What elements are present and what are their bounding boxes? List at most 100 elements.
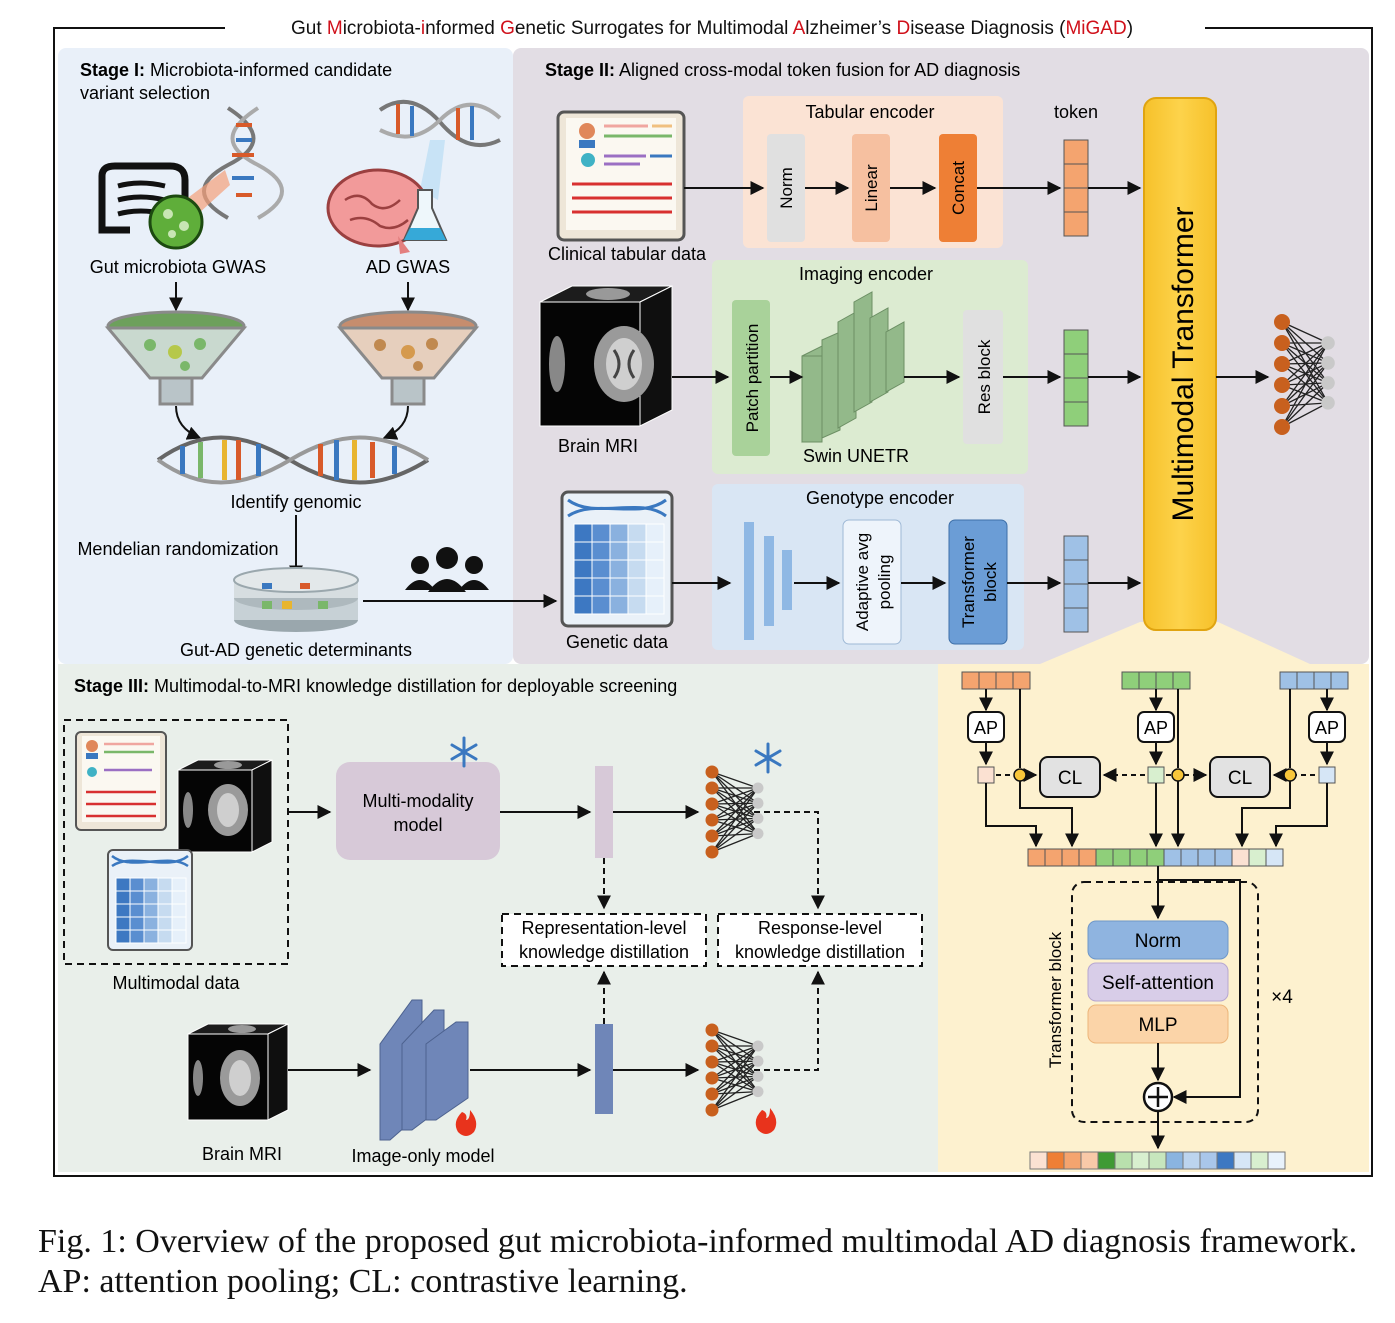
swin-unetr-blocks bbox=[801, 291, 905, 443]
stage1-heading-line2: variant selection bbox=[80, 83, 210, 103]
grid-cell bbox=[591, 559, 611, 579]
net-edge bbox=[711, 1075, 759, 1111]
net-edge bbox=[1281, 342, 1329, 365]
token-cell bbox=[1095, 848, 1114, 867]
patch-partition-block bbox=[732, 300, 770, 456]
transformer-block-vertical-label: Transformer block bbox=[1046, 931, 1065, 1068]
teacher-network-icon bbox=[705, 765, 764, 859]
grid-cell bbox=[129, 929, 145, 944]
fire-icon-1 bbox=[455, 1110, 477, 1136]
ap-label-1: AP bbox=[974, 718, 998, 738]
net-edge bbox=[711, 771, 759, 789]
grid-cell bbox=[129, 916, 145, 931]
genotype-token bbox=[1063, 535, 1089, 633]
linear-block bbox=[852, 134, 890, 242]
grid-cell bbox=[129, 877, 145, 892]
title-part: i bbox=[421, 18, 425, 39]
snowflake-icon-2 bbox=[754, 742, 782, 774]
petri-dish-icon bbox=[233, 567, 359, 632]
net-edge bbox=[711, 787, 759, 837]
grid-cell bbox=[171, 929, 187, 944]
token-cell bbox=[1197, 848, 1216, 867]
multi-modality-model-block bbox=[336, 762, 500, 860]
net-node bbox=[1321, 376, 1335, 390]
student-brain-mri-label: Brain MRI bbox=[202, 1144, 282, 1164]
net-node bbox=[752, 797, 764, 809]
grid-cell bbox=[157, 890, 173, 905]
patch-partition-label: Patch partition bbox=[743, 324, 762, 433]
token-cell bbox=[1182, 1151, 1201, 1170]
grid-cell bbox=[573, 559, 593, 579]
detail-self-attention-label: Self-attention bbox=[1102, 973, 1214, 994]
multimodal-data-label: Multimodal data bbox=[112, 973, 240, 993]
token-cell bbox=[1044, 848, 1063, 867]
grid-cell bbox=[609, 559, 629, 579]
grid-cell bbox=[157, 903, 173, 918]
response-kd-box bbox=[717, 913, 923, 967]
classifier-network-icon bbox=[1274, 314, 1335, 435]
grid-cell bbox=[645, 523, 665, 543]
genotype-bars bbox=[744, 522, 792, 640]
concat-label: Concat bbox=[949, 161, 968, 215]
grid-cell bbox=[573, 577, 593, 597]
representation-kd-box bbox=[501, 913, 707, 967]
grid-cell bbox=[143, 903, 159, 918]
grid-cell bbox=[115, 890, 131, 905]
brain-mri-cube-icon-student bbox=[187, 1023, 289, 1121]
grid-cell bbox=[591, 541, 611, 561]
net-edge bbox=[711, 1090, 759, 1111]
net-node bbox=[1274, 419, 1290, 435]
net-node bbox=[1321, 396, 1335, 410]
grid-cell bbox=[627, 541, 647, 561]
grid-cell bbox=[115, 903, 131, 918]
people-icon bbox=[405, 547, 489, 592]
token-cell bbox=[1216, 1151, 1235, 1170]
token-cell bbox=[1029, 1151, 1048, 1170]
brain-mri-cube-icon bbox=[539, 285, 673, 427]
token-cell bbox=[1233, 1151, 1252, 1170]
linear-label: Linear bbox=[862, 164, 881, 212]
grid-cell bbox=[609, 541, 629, 561]
identify-genomic-label: Identify genomic bbox=[230, 492, 361, 512]
net-node bbox=[705, 781, 719, 795]
flask-icon bbox=[402, 189, 448, 241]
title-part: icrobiota- bbox=[343, 18, 421, 39]
net-node bbox=[752, 1055, 764, 1067]
concatenated-tokens bbox=[1027, 848, 1284, 867]
image-only-model-blocks bbox=[379, 999, 469, 1141]
grid-cell bbox=[645, 541, 665, 561]
net-node bbox=[705, 765, 719, 779]
gut-gwas-label: Gut microbiota GWAS bbox=[90, 257, 266, 277]
net-node bbox=[752, 1086, 764, 1098]
net-edge bbox=[711, 1029, 759, 1047]
net-edge bbox=[711, 1045, 759, 1063]
net-edge bbox=[711, 1045, 759, 1095]
detail-norm-label: Norm bbox=[1135, 931, 1181, 952]
net-node bbox=[1274, 356, 1290, 372]
net-node bbox=[1274, 335, 1290, 351]
multimodal-transformer-label: Multimodal Transformer bbox=[1167, 206, 1200, 521]
figure-title: Gut Microbiota-informed Genetic Surrogat… bbox=[291, 18, 1133, 39]
title-part: lzheimer’s bbox=[805, 18, 896, 39]
token-cell bbox=[1063, 1151, 1082, 1170]
grid-cell bbox=[115, 929, 131, 944]
funnel-icon-gut bbox=[104, 310, 248, 406]
output-tokens bbox=[1029, 1151, 1286, 1170]
brain-icon bbox=[326, 168, 430, 254]
genetic-data-icon bbox=[560, 490, 674, 628]
brain-mri-label: Brain MRI bbox=[558, 436, 638, 456]
grid-cell bbox=[171, 916, 187, 931]
net-edge bbox=[1281, 342, 1329, 386]
title-part: MiGAD bbox=[1065, 18, 1126, 39]
grid-cell bbox=[129, 890, 145, 905]
detail-self-attention-block bbox=[1087, 962, 1229, 1002]
figure-caption: Fig. 1: Overview of the proposed gut mic… bbox=[38, 1223, 1358, 1300]
grid-cell bbox=[627, 595, 647, 615]
cl-box-1 bbox=[1039, 756, 1101, 798]
net-node bbox=[705, 1103, 719, 1117]
net-edge bbox=[711, 1045, 759, 1079]
net-edge bbox=[711, 787, 759, 805]
grid-cell bbox=[573, 541, 593, 561]
